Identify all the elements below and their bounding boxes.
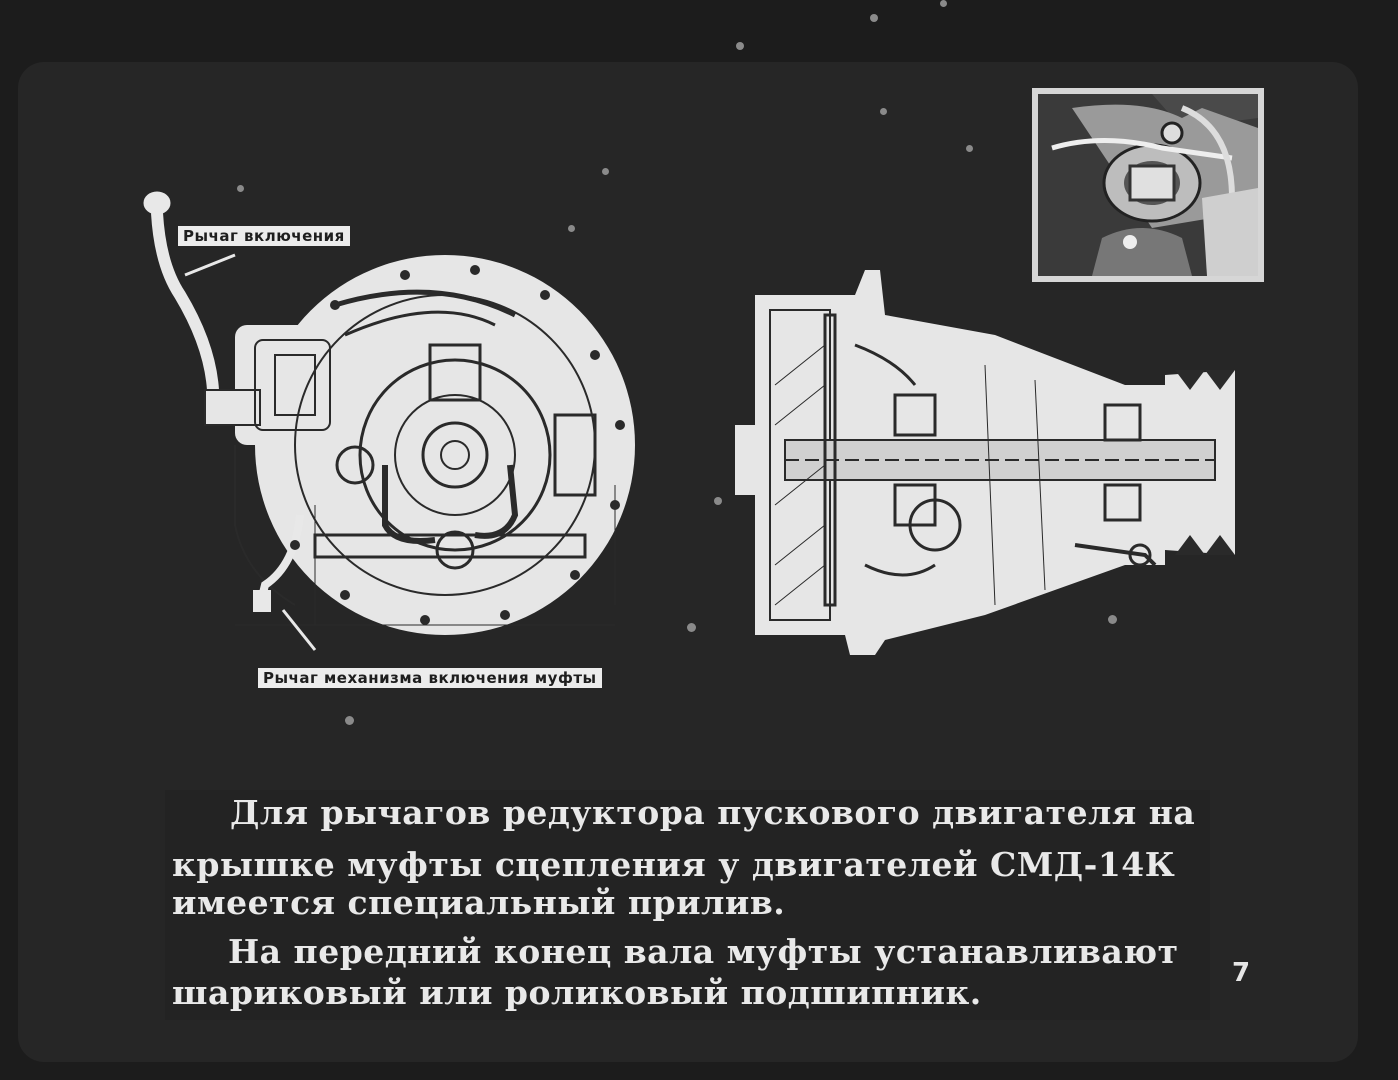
label-clutch-mechanism-lever: Рычаг механизма включения муфты	[258, 668, 602, 688]
caption-line-4: На передний конец вала муфты устанавлива…	[228, 932, 1179, 971]
film-speck	[687, 623, 696, 632]
film-speck	[237, 185, 244, 192]
film-speck	[602, 168, 609, 175]
reducer-section-drawing	[735, 270, 1235, 655]
caption-line-2: крышке муфты сцепления у двигателей СМД-…	[172, 845, 1176, 884]
film-speck	[940, 0, 947, 7]
film-speck	[966, 145, 973, 152]
mechanism-photo	[1032, 88, 1264, 282]
film-speck	[568, 225, 575, 232]
label-engage-lever: Рычаг включения	[178, 226, 350, 246]
page-number: 7	[1232, 958, 1251, 988]
caption-line-3: имеется специальный прилив.	[172, 883, 786, 922]
film-speck	[736, 42, 744, 50]
film-speck	[345, 716, 354, 725]
film-speck	[870, 14, 878, 22]
film-speck	[1108, 615, 1117, 624]
caption-line-5: шариковый или роликовый подшипник.	[172, 973, 982, 1012]
film-speck	[880, 108, 887, 115]
clutch-front-view-drawing	[143, 191, 635, 651]
caption-line-1: Для рычагов редуктора пускового двигател…	[230, 793, 1196, 832]
caption-background	[165, 790, 1210, 1020]
film-speck	[714, 497, 722, 505]
